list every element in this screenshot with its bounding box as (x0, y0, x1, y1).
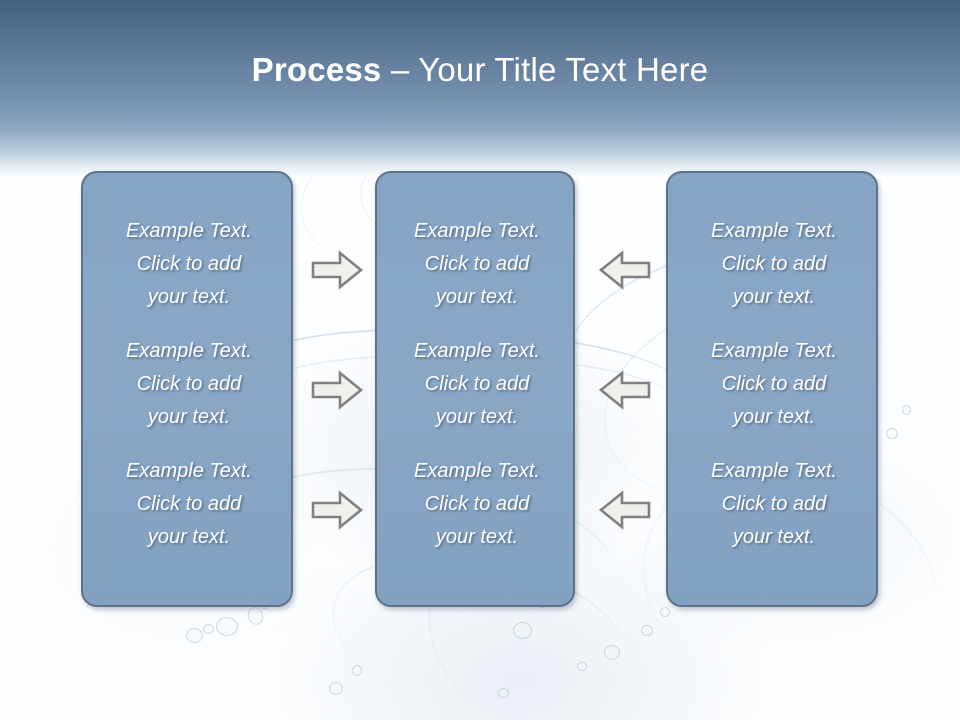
text-line: your text. (732, 406, 816, 428)
page-title-light: – Your Title Text Here (381, 51, 709, 88)
water-droplet (513, 622, 532, 639)
arrow-right-icon[interactable] (310, 489, 364, 531)
text-line: your text. (435, 286, 519, 308)
water-droplet (604, 645, 620, 660)
text-line: Click to add (424, 253, 530, 275)
text-placeholder-1-2[interactable]: Example Text. Click to add your text. (91, 335, 287, 434)
arrow-left-icon[interactable] (598, 489, 652, 531)
process-column-2[interactable]: Example Text. Click to add your text. Ex… (375, 171, 575, 607)
arrow-right-icon[interactable] (310, 369, 364, 411)
water-droplet (886, 428, 898, 439)
text-line: Click to add (424, 493, 530, 515)
text-line: Click to add (721, 373, 827, 395)
water-droplet (660, 607, 670, 617)
text-placeholder-2-1[interactable]: Example Text. Click to add your text. (385, 215, 569, 314)
water-droplet (203, 624, 214, 634)
water-droplet (186, 628, 203, 643)
text-line: your text. (732, 286, 816, 308)
water-droplet (498, 688, 509, 698)
water-droplet (641, 625, 653, 636)
arrow-left-icon[interactable] (598, 369, 652, 411)
page-title: Process – Your Title Text Here (0, 50, 960, 90)
text-placeholder-1-3[interactable]: Example Text. Click to add your text. (91, 455, 287, 554)
arrow-left-icon[interactable] (598, 249, 652, 291)
process-column-3[interactable]: Example Text. Click to add your text. Ex… (666, 171, 878, 607)
text-placeholder-2-3[interactable]: Example Text. Click to add your text. (385, 455, 569, 554)
text-line: Example Text. (414, 460, 540, 482)
text-line: Click to add (136, 373, 242, 395)
text-line: Example Text. (711, 460, 837, 482)
text-placeholder-1-1[interactable]: Example Text. Click to add your text. (91, 215, 287, 314)
text-line: Click to add (136, 493, 242, 515)
text-placeholder-3-3[interactable]: Example Text. Click to add your text. (676, 455, 872, 554)
text-line: your text. (435, 406, 519, 428)
text-placeholder-2-2[interactable]: Example Text. Click to add your text. (385, 335, 569, 434)
text-line: your text. (732, 526, 816, 548)
text-line: Example Text. (711, 220, 837, 242)
text-placeholder-3-2[interactable]: Example Text. Click to add your text. (676, 335, 872, 434)
page-title-strong: Process (251, 51, 382, 88)
text-line: Click to add (721, 493, 827, 515)
text-line: Example Text. (414, 220, 540, 242)
text-line: Example Text. (126, 340, 252, 362)
text-line: your text. (435, 526, 519, 548)
arrow-right-icon[interactable] (310, 249, 364, 291)
text-line: Click to add (424, 373, 530, 395)
text-line: Click to add (721, 253, 827, 275)
text-line: your text. (147, 406, 231, 428)
text-placeholder-3-1[interactable]: Example Text. Click to add your text. (676, 215, 872, 314)
text-line: Example Text. (711, 340, 837, 362)
water-droplet (216, 617, 238, 636)
text-line: Click to add (136, 253, 242, 275)
slide-header-band: Process – Your Title Text Here (0, 0, 960, 175)
text-line: your text. (147, 526, 231, 548)
water-droplet (577, 662, 587, 671)
process-column-1[interactable]: Example Text. Click to add your text. Ex… (81, 171, 293, 607)
text-line: Example Text. (414, 340, 540, 362)
water-droplet (329, 682, 343, 695)
text-line: your text. (147, 286, 231, 308)
text-line: Example Text. (126, 220, 252, 242)
water-droplet (352, 665, 362, 676)
water-droplet (902, 405, 911, 415)
text-line: Example Text. (126, 460, 252, 482)
